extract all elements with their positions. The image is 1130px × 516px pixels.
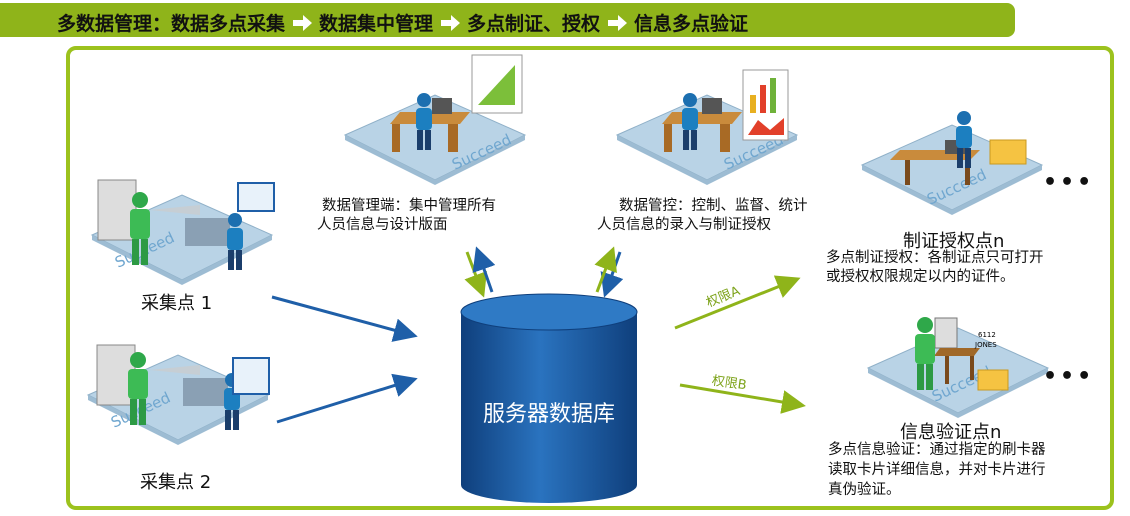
arrow-db-to-issue — [674, 275, 801, 330]
control-desc-line-2: 人员信息的录入与制证授权 — [597, 217, 771, 233]
arrow-collect1-to-db — [271, 295, 418, 342]
arrow-right-icon — [293, 14, 313, 31]
admin-desc-line-1: 数据管理端：集中管理所有 — [322, 198, 496, 214]
banner-step-4: 信息多点验证 — [634, 13, 749, 35]
arrow-collect2-to-db — [276, 373, 418, 424]
issue-desc-line-2: 或授权权限规定以内的证件。 — [826, 269, 1015, 285]
collect-station-2: Succeed — [87, 344, 270, 446]
card-name: JONES — [974, 341, 997, 349]
issue-station: Succeed — [861, 111, 1043, 216]
more-verify-points-ellipsis: ••• — [1043, 364, 1095, 389]
card-number: 6112 — [978, 331, 996, 339]
verify-station: Succeed 6112 JONES — [867, 317, 1049, 419]
collect-station-1: Succeed — [91, 179, 275, 286]
banner-step-2: 数据集中管理 — [319, 13, 434, 35]
banner-step-3: 多点制证、授权 — [467, 13, 601, 35]
collect-point-1-label: 采集点 1 — [141, 293, 213, 314]
collect-point-2-label: 采集点 2 — [140, 472, 212, 493]
admin-desc-line-2: 人员信息与设计版面 — [317, 217, 448, 233]
banner-step-1: 多数据管理：数据多点采集 — [57, 13, 286, 35]
issue-desc-line-1: 多点制证授权：各制证点只可打开 — [826, 250, 1044, 266]
verify-desc-line-2: 读取卡片详细信息，并对卡片进行 — [828, 462, 1046, 478]
verify-point-title: 信息验证点n — [900, 422, 1002, 443]
arrow-admin-sync-up — [472, 246, 496, 293]
diagram-frame — [66, 46, 1114, 510]
admin-station: Succeed — [344, 54, 526, 186]
more-issue-points-ellipsis: ••• — [1043, 170, 1095, 195]
arrow-control-sync-down — [600, 251, 624, 298]
arrow-right-icon — [608, 14, 628, 31]
database-cylinder-icon — [460, 293, 638, 503]
banner-title: 多数据管理：数据多点采集 数据集中管理 多点制证、授权 信息多点验证 — [57, 9, 748, 36]
arrow-db-to-verify — [679, 383, 806, 414]
control-station: Succeed — [616, 69, 798, 186]
database-label: 服务器数据库 — [482, 402, 615, 427]
arrow-right-icon — [441, 14, 461, 31]
issue-point-title: 制证授权点n — [903, 231, 1005, 252]
control-desc-line-1: 数据管控：控制、监督、统计 — [619, 198, 808, 214]
arrow-control-sync-up — [594, 246, 617, 293]
verify-desc-line-3: 真伪验证。 — [828, 482, 901, 498]
header-banner: 多数据管理：数据多点采集 数据集中管理 多点制证、授权 信息多点验证 — [0, 3, 1015, 37]
verify-desc-line-1: 多点信息验证：通过指定的刷卡器 — [828, 442, 1046, 458]
